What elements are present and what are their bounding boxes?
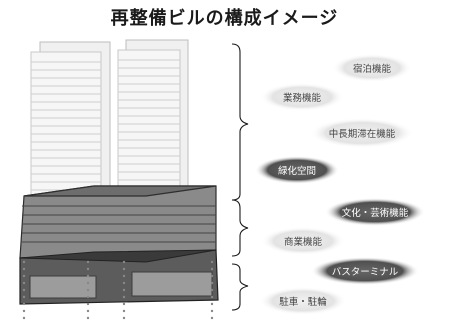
column-dot xyxy=(86,260,90,264)
ellipse-bus-terminal xyxy=(311,257,419,285)
column-dot xyxy=(210,281,214,285)
ellipse-culture-art xyxy=(325,198,425,226)
column-dot xyxy=(86,274,90,278)
column-dot xyxy=(122,274,126,278)
column-dot xyxy=(86,302,90,306)
section-braces xyxy=(231,43,249,311)
brace-base xyxy=(231,263,249,311)
column-dot xyxy=(22,302,26,306)
column-dot xyxy=(86,309,90,313)
column-dot xyxy=(210,274,214,278)
function-ellipses xyxy=(255,54,425,315)
label-long-stay: 中長期滞在機能 xyxy=(328,129,396,140)
column-dot xyxy=(210,309,214,313)
right-tower xyxy=(117,39,189,197)
label-parking: 駐車・駐輪 xyxy=(279,297,327,308)
column-dot xyxy=(22,309,26,313)
column-dot xyxy=(86,288,90,292)
left-tower xyxy=(30,41,111,201)
column-dot xyxy=(122,260,126,264)
label-greenery: 緑化空間 xyxy=(277,166,317,177)
label-commercial: 商業機能 xyxy=(283,237,323,248)
column-dot xyxy=(210,267,214,271)
label-culture-art: 文化・芸術機能 xyxy=(341,208,409,219)
column-dot xyxy=(86,267,90,271)
column-dot xyxy=(210,316,214,320)
column-dot xyxy=(210,295,214,299)
column-dot xyxy=(86,281,90,285)
column-dot xyxy=(210,288,214,292)
column-dot xyxy=(122,309,126,313)
ellipse-parking xyxy=(259,287,347,315)
column-dot xyxy=(86,316,90,320)
label-bus-terminal: バスターミナル xyxy=(331,267,399,278)
ellipse-greenery xyxy=(255,156,339,184)
diagram-title: 再整備ビルの構成イメージ xyxy=(110,8,339,29)
label-lodging: 宿泊機能 xyxy=(352,64,392,75)
ellipse-commercial xyxy=(261,227,345,255)
column-dot xyxy=(122,316,126,320)
ellipse-business xyxy=(260,83,344,111)
column-dot xyxy=(122,267,126,271)
ellipse-long-stay xyxy=(310,118,414,148)
column-dot xyxy=(122,295,126,299)
column-dot xyxy=(122,288,126,292)
column-dot xyxy=(122,281,126,285)
base-block xyxy=(19,249,219,320)
column-dot xyxy=(22,260,26,264)
column-dot xyxy=(122,302,126,306)
column-dot xyxy=(210,260,214,264)
column-dot xyxy=(22,288,26,292)
podium-block xyxy=(19,185,217,259)
column-dot xyxy=(22,267,26,271)
ellipse-lodging xyxy=(332,54,412,82)
column-dot xyxy=(210,302,214,306)
column-dot xyxy=(22,295,26,299)
brace-tower xyxy=(231,43,249,201)
column-dot xyxy=(22,316,26,320)
column-dot xyxy=(22,274,26,278)
column-dot xyxy=(86,295,90,299)
column-dot xyxy=(22,281,26,285)
brace-podium xyxy=(231,199,249,257)
label-business: 業務機能 xyxy=(282,93,322,104)
